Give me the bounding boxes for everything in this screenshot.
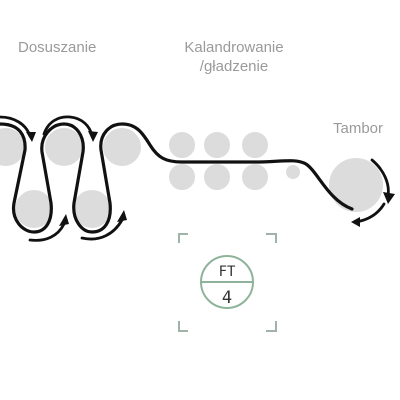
guide-roll bbox=[284, 163, 302, 181]
rotation-arrowhead-3 bbox=[59, 214, 69, 226]
section-label-calendering-line1: Kalandrowanie bbox=[184, 39, 284, 56]
rotation-arrow-2 bbox=[42, 115, 94, 138]
rotation-arrowhead-4 bbox=[117, 210, 127, 222]
section-label-reel: Tambor bbox=[333, 120, 384, 137]
ft-badge: FT 4 bbox=[200, 255, 254, 309]
rotation-arrowhead-reel-bottom bbox=[351, 217, 360, 227]
section-label-calendering: Kalandrowanie /gładzenie bbox=[170, 38, 298, 76]
rotation-arrowhead-reel-top bbox=[383, 192, 395, 204]
calender-roll-bottom-3 bbox=[240, 162, 270, 192]
rotation-arrow-3 bbox=[28, 222, 66, 242]
frame-corner-bottom-right bbox=[266, 321, 277, 332]
drying-cylinder-bottom-2 bbox=[71, 188, 113, 230]
frame-corner-bottom-left bbox=[178, 321, 188, 332]
measurement-frame bbox=[178, 233, 277, 332]
reel-drum bbox=[327, 156, 385, 214]
rotation-arrowhead-1 bbox=[26, 132, 36, 142]
ft-badge-bottom-text: 4 bbox=[222, 288, 232, 308]
drying-cylinder-top-3 bbox=[101, 126, 143, 168]
calender-roll-bottom-2 bbox=[202, 162, 232, 192]
calender-roll-top-1 bbox=[167, 130, 197, 160]
rotation-arrow-4 bbox=[80, 218, 124, 241]
section-label-drying: Dosuszanie bbox=[18, 39, 97, 56]
paper-web-path bbox=[0, 122, 354, 234]
calender-section bbox=[167, 130, 302, 192]
section-label-calendering-line2: /gładzenie bbox=[199, 58, 269, 75]
drying-section bbox=[0, 126, 143, 230]
calender-roll-top-3 bbox=[240, 130, 270, 160]
ft-badge-top-text: FT bbox=[219, 264, 236, 280]
frame-corner-top-left bbox=[178, 233, 188, 243]
calender-roll-bottom-1 bbox=[167, 162, 197, 192]
rotation-arrowhead-2 bbox=[88, 131, 98, 142]
frame-corner-top-right bbox=[266, 233, 277, 243]
calender-roll-top-2 bbox=[202, 130, 232, 160]
rotation-arrows bbox=[0, 115, 395, 242]
